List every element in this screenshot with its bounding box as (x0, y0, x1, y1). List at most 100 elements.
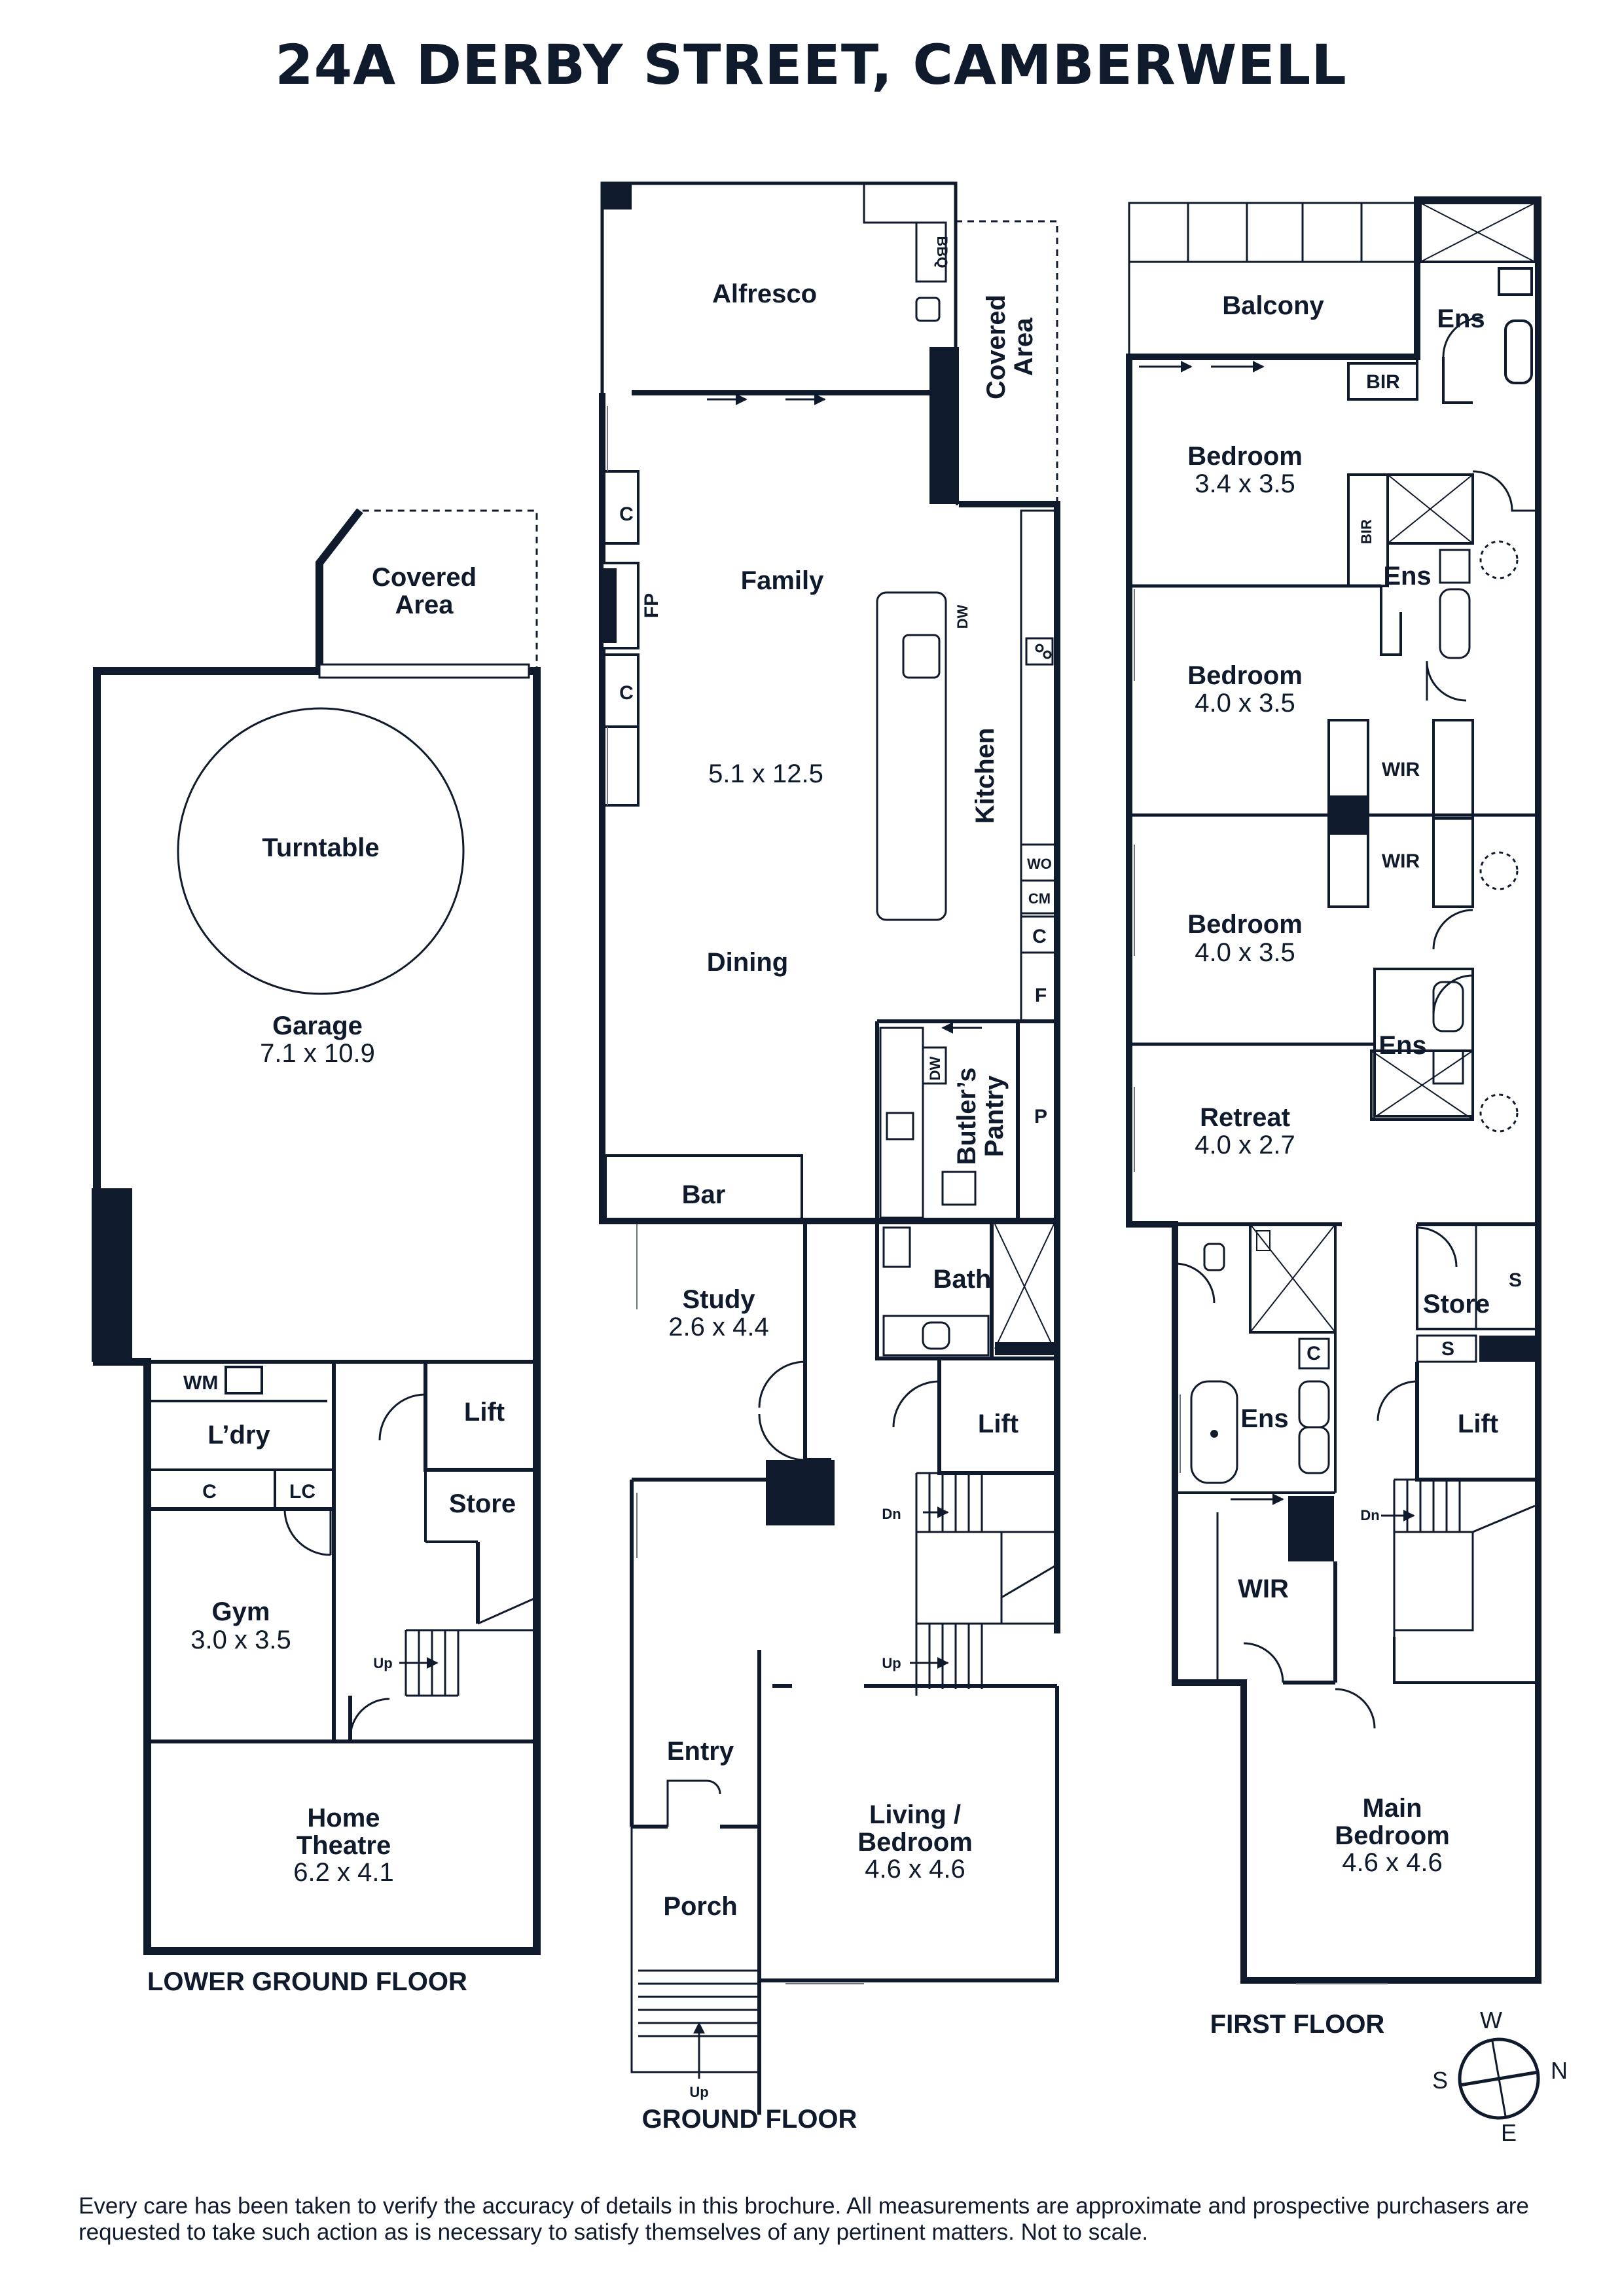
study-room (632, 1219, 831, 1482)
lower-covered-label-2: Area (395, 591, 454, 619)
bedroom-2-dimensions: 4.0 x 3.5 (1195, 689, 1295, 718)
ground-covered-label-2: Area (1009, 318, 1038, 376)
entry-label: Entry (667, 1737, 734, 1766)
alfresco-area (600, 181, 958, 393)
bedroom-1-dimensions: 3.4 x 3.5 (1195, 469, 1295, 498)
family-label: Family (741, 566, 824, 595)
first-store-label: Store (1423, 1290, 1490, 1319)
living-label-1: Living / (869, 1800, 961, 1829)
ground-c1-label: C (619, 503, 634, 525)
bir-top (1347, 362, 1418, 401)
first-floor-title: FIRST FLOOR (1210, 2010, 1385, 2039)
ground-floor-plan (599, 181, 1060, 2115)
garage-dimensions: 7.1 x 10.9 (260, 1039, 375, 1068)
retreat-dimensions: 4.0 x 2.7 (1195, 1131, 1295, 1159)
ground-up-label: Up (882, 1655, 901, 1671)
page-title: 24A DERBY STREET, CAMBERWELL (275, 33, 1347, 97)
first-dn-label: Dn (1360, 1507, 1379, 1523)
ground-c2-label: C (619, 682, 634, 704)
lower-covered-area (315, 508, 538, 671)
garage-door-window (318, 663, 530, 679)
bedroom-2-3-area (1129, 719, 1535, 950)
home-theatre-label-1: Home (307, 1804, 380, 1832)
study-label: Study (682, 1285, 755, 1314)
bedroom-1-area (1129, 470, 1535, 702)
lower-stairs (405, 1596, 537, 1697)
bath-label: Bath (933, 1265, 992, 1294)
disclaimer-text: Every care has been taken to verify the … (79, 2193, 1529, 2245)
kitchen-label: Kitchen (971, 728, 1000, 824)
laundry-label: L’dry (207, 1421, 270, 1449)
lower-store-label: Store (449, 1489, 516, 1518)
p-label: P (1034, 1106, 1047, 1127)
lower-floor-title: LOWER GROUND FLOOR (147, 1967, 467, 1996)
ground-c3-label: C (1032, 926, 1047, 947)
bedroom-3-dimensions: 4.0 x 3.5 (1195, 938, 1295, 967)
first-lift-label: Lift (1458, 1410, 1498, 1438)
living-label-2: Bedroom (857, 1828, 973, 1857)
ensuite-3-label: Ens (1379, 1031, 1426, 1060)
compass-s-label: S (1432, 2067, 1448, 2094)
butlers-pantry-room (875, 1019, 1057, 1221)
lower-up-label: Up (373, 1655, 392, 1671)
turntable-label: Turntable (262, 833, 379, 862)
bedroom-3-retreat-area (1129, 968, 1519, 1133)
bbq-label: BBQ (934, 236, 950, 268)
wo-label: WO (1027, 856, 1052, 872)
bedroom-3-label: Bedroom (1187, 910, 1303, 939)
kitchen-island (876, 591, 947, 921)
wir-1-label: WIR (1382, 759, 1420, 780)
main-bedroom-label-2: Bedroom (1335, 1821, 1450, 1850)
ground-dn-label: Dn (882, 1506, 901, 1522)
main-bedroom-dimensions: 4.6 x 4.6 (1342, 1848, 1442, 1877)
dw-label: DW (954, 604, 971, 629)
butlers-pantry-label-2: Pantry (980, 1075, 1009, 1157)
living-dimensions: 4.6 x 4.6 (865, 1855, 965, 1884)
s-1-label: S (1509, 1269, 1522, 1291)
gym-label: Gym (212, 1597, 270, 1626)
study-dimensions: 2.6 x 4.4 (668, 1313, 768, 1341)
lower-lift-store (348, 1362, 537, 1741)
lower-outer-wall (93, 667, 541, 1955)
family-cabinets (601, 470, 640, 807)
compass-e-label: E (1501, 2119, 1517, 2146)
home-theatre-label-2: Theatre (297, 1831, 391, 1860)
porch-label: Porch (663, 1892, 737, 1921)
first-lower-block (1129, 1222, 1538, 1729)
butlers-pantry-label-1: Butler’s (952, 1068, 981, 1165)
ensuite-4-label: Ens (1240, 1404, 1288, 1433)
f-label: F (1035, 985, 1047, 1006)
compass: W N S E (1432, 2007, 1568, 2146)
ensuite-1-label: Ens (1437, 304, 1485, 333)
bath-room (875, 1221, 1057, 1360)
turntable-circle (177, 707, 465, 995)
lower-lift-label: Lift (464, 1398, 505, 1427)
laundry-block (145, 1360, 537, 1743)
ensuite-2-label: Ens (1383, 562, 1431, 591)
wir-3-label: WIR (1238, 1575, 1289, 1603)
lc-label: LC (289, 1481, 315, 1503)
s-2-label: S (1441, 1338, 1454, 1360)
cm-label: CM (1028, 890, 1051, 907)
ground-covered-area (956, 220, 1058, 505)
first-floor-plan (1126, 196, 1541, 1984)
main-bedroom-label-1: Main (1362, 1794, 1422, 1823)
retreat-label: Retreat (1200, 1103, 1290, 1132)
lower-solid-wall (92, 1188, 132, 1362)
ground-floor-title: GROUND FLOOR (642, 2105, 857, 2134)
bir-1-label: BIR (1366, 371, 1400, 393)
wir-2-label: WIR (1382, 850, 1420, 872)
ground-solid-wall-2 (766, 1460, 835, 1525)
lower-covered-label-1: Covered (372, 563, 477, 592)
gym-dimensions: 3.0 x 3.5 (190, 1626, 291, 1654)
ground-lift-label: Lift (978, 1410, 1018, 1438)
garage-label: Garage (272, 1011, 363, 1040)
porch-up-label: Up (689, 2084, 708, 2100)
dw2-label: DW (927, 1056, 943, 1080)
balcony-label: Balcony (1222, 291, 1324, 320)
compass-w-label: W (1480, 2007, 1502, 2033)
compass-n-label: N (1551, 2057, 1568, 2084)
ground-outer-wall (599, 393, 1060, 1633)
ground-covered-label-1: Covered (982, 295, 1011, 399)
porch-steps (638, 1969, 759, 2079)
